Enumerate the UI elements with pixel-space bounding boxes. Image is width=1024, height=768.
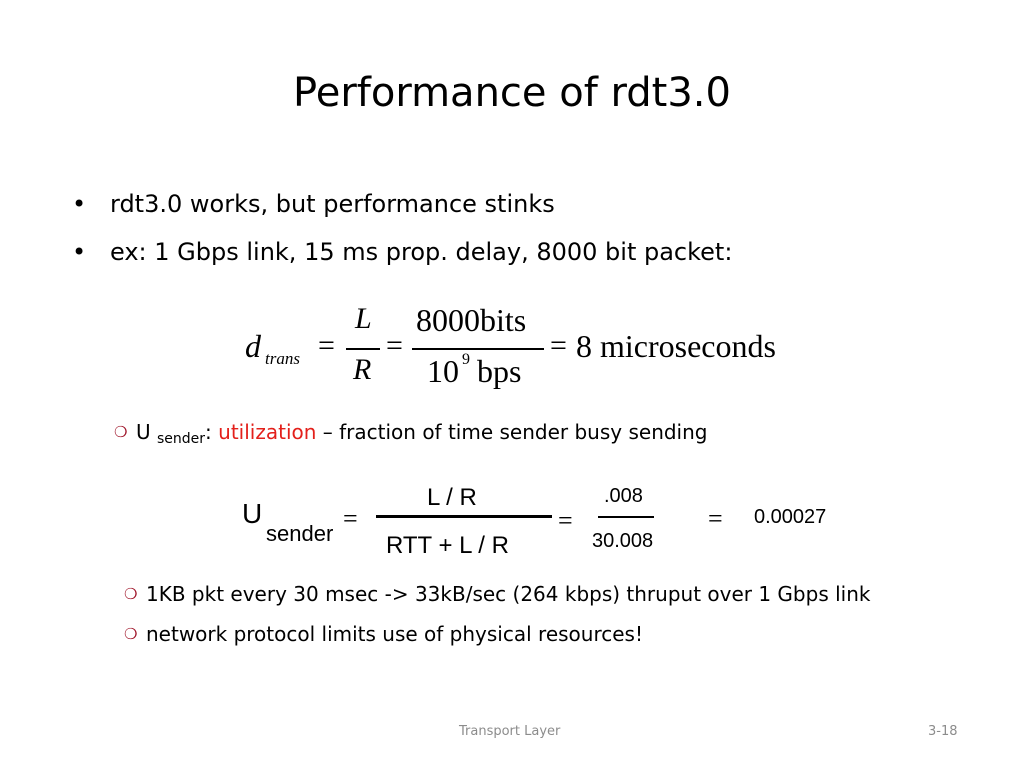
sub-item-text: 1KB pkt every 30 msec -> 33kB/sec (264 k… [146,582,871,606]
formula-result: 8 microseconds [576,328,776,364]
formula-denominator: RTT + L / R [386,532,509,559]
hollow-circle-bullet-icon: ❍ [114,423,128,441]
formula-equals-1: = [343,504,358,533]
sub-item-1: ❍ 1KB pkt every 30 msec -> 33kB/sec (264 … [124,582,870,606]
formula-denominator-R: R [353,353,372,386]
slide-title: Performance of rdt3.0 [293,70,731,116]
footer-section-label: Transport Layer [459,724,561,739]
formula-equals-3: = [550,329,567,362]
fraction-line [346,348,380,350]
hollow-circle-bullet-icon: ❍ [124,585,138,603]
fraction-line [376,515,552,518]
formula-result: 0.00027 [754,506,827,528]
fraction-line [412,348,544,350]
utilization-colon: : [205,420,212,444]
formula-denominator-unit: bps [477,353,522,389]
fraction-line [598,516,654,518]
sub-item-2: ❍ network protocol limits use of physical… [124,622,643,646]
bullet-text: ex: 1 Gbps link, 15 ms prop. delay, 8000… [110,238,733,266]
formula-numerator-2: .008 [604,485,643,507]
bullet-dot: • [72,190,87,218]
sub-item-text: network protocol limits use of physical … [146,622,643,646]
bullet-item-2: • ex: 1 Gbps link, 15 ms prop. delay, 800… [72,238,732,266]
bullet-dot: • [72,238,87,266]
formula-numerator: L / R [427,484,477,511]
utilization-definition: ❍ U sender: utilization – fraction of tim… [114,420,708,447]
bullet-item-1: • rdt3.0 works, but performance stinks [72,190,555,218]
utilization-term: utilization [218,420,317,444]
formula-numerator-L: L [355,302,372,335]
hollow-circle-bullet-icon: ❍ [124,625,138,643]
formula-subscript-trans: trans [265,349,300,368]
formula-d: d [245,328,261,364]
formula-denominator-2: 30.008 [592,530,654,552]
formula-denominator-base: 10 [427,353,459,389]
formula-u-subscript: sender [266,521,334,546]
footer-page-number: 3-18 [928,724,958,739]
formula-equals-1: = [318,329,335,362]
utilization-u: U [136,420,151,444]
formula-equals-2: = [558,506,573,535]
bullet-text: rdt3.0 works, but performance stinks [110,190,555,218]
utilization-subscript: sender [157,431,206,447]
formula-numerator-bits: 8000bits [416,302,527,338]
formula-u: U [242,498,263,529]
formula-equals-2: = [386,329,403,362]
utilization-description: – fraction of time sender busy sending [316,420,708,444]
formula-exponent: 9 [462,351,470,368]
formula-equals-3: = [708,504,723,533]
